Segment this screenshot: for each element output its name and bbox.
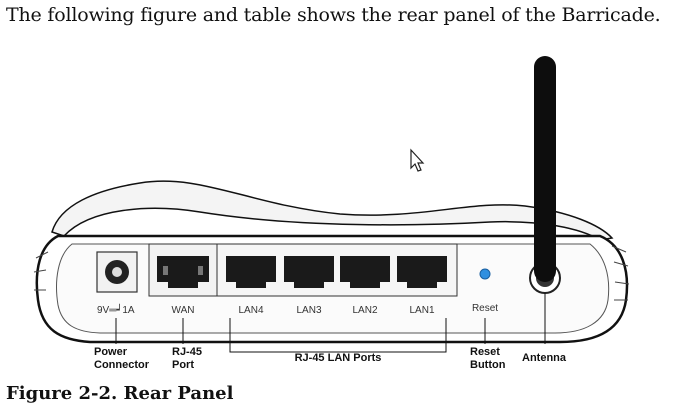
lan4-port [226,256,276,288]
reset-button [479,268,491,280]
rear-panel-figure: 9V═┙1A WAN LAN4 LAN3 LAN2 LAN1 Reset [33,56,630,371]
lan-ports-callout: RJ-45 LAN Ports [295,352,382,364]
power-callout-line2: Connector [94,359,150,371]
antenna [529,56,561,294]
rj45-callout-line2: Port [172,359,194,371]
lan1-label: LAN1 [409,305,434,316]
wan-label: WAN [172,305,195,316]
lan3-port [284,256,334,288]
lan3-label: LAN3 [296,305,321,316]
reset-callout-line1: Reset [470,346,500,358]
rj45-callout-line1: RJ-45 [172,346,202,358]
lan2-port [340,256,390,288]
lan4-label: LAN4 [238,305,263,316]
reset-label: Reset [472,303,498,314]
callout-lines [115,293,546,353]
wan-port [148,243,218,297]
reset-callout-line2: Button [470,359,506,371]
antenna-callout: Antenna [522,352,567,364]
intro-text: The following figure and table shows the… [6,4,661,26]
lan1-port [397,256,447,288]
lan2-label: LAN2 [352,305,377,316]
power-connector [96,251,138,293]
power-callout-line1: Power [94,346,128,358]
figure-caption: Figure 2-2. Rear Panel [6,383,234,404]
router-top-shell [51,180,614,241]
mouse-cursor-icon [410,148,425,172]
power-rating-label: 9V═┙1A [97,303,135,316]
